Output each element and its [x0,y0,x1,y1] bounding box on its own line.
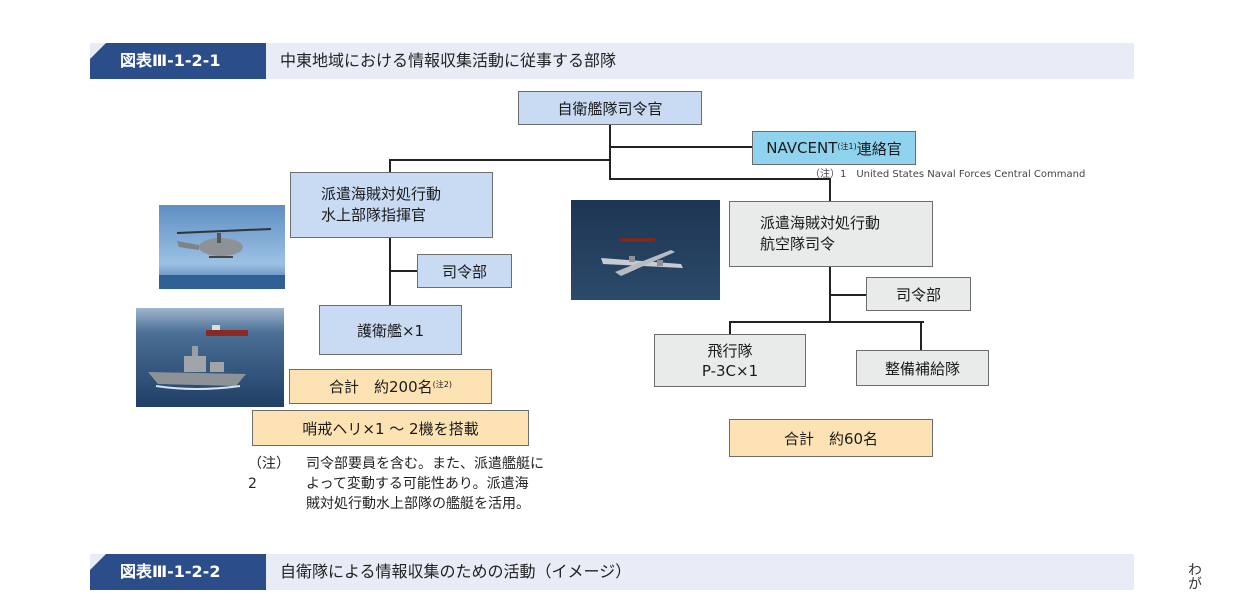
box-air-commander: 派遣海賊対処行動 航空隊司令 [729,201,933,267]
connector-surface-hq [389,270,417,272]
helicopter-label: 哨戒ヘリ×1 ～ 2機を搭載 [302,419,479,438]
figure-title-2: 自衛隊による情報収集のための活動（イメージ） [280,562,632,581]
side-running-text: わが [1186,562,1202,590]
note2-label: （注）2 [248,456,283,492]
connector-air-hq [829,294,866,296]
figure-header-2: 図表Ⅲ-1-2-2 自衛隊による情報収集のための活動（イメージ） [90,554,1134,590]
flight-squadron-line2: P-3C×1 [701,361,759,380]
surface-commander-line2: 水上部隊指揮官 [321,206,427,224]
box-air-total: 合計 約60名 [729,419,933,457]
note2-text: 司令部要員を含む。また、派遣艦艇に よって変動する可能性あり。派遣海 賊対処行動… [306,454,586,514]
connector-top-trunk [609,124,611,180]
air-total-label: 合計 約60名 [783,429,879,448]
connector-left-branch [389,159,611,161]
box-flight-squadron: 飛行隊 P-3C×1 [654,334,806,387]
surface-total-note-ref: (注2) [432,380,452,389]
air-commander-line1: 派遣海賊対処行動 [760,214,881,232]
p3c-aircraft-photo [571,200,720,300]
box-surface-commander: 派遣海賊対処行動 水上部隊指揮官 [290,172,493,238]
connector-left-drop [389,159,391,172]
escort-ship-label: 護衛艦×1 [356,321,425,340]
box-surface-total: 合計 約200名(注2) [289,369,492,404]
flight-squadron-line1: 飛行隊 [707,341,753,360]
destroyer-photo [136,308,284,407]
box-air-hq: 司令部 [866,277,971,311]
helicopter-photo [159,205,285,289]
box-fleet-commander: 自衛艦隊司令官 [518,91,702,125]
box-escort-ship: 護衛艦×1 [319,305,462,355]
connector-right-branch [609,178,831,180]
box-fleet-commander-label: 自衛艦隊司令官 [557,99,663,118]
connector-right-drop [829,178,831,201]
note2-line1: 司令部要員を含む。また、派遣艦艇に [306,456,544,472]
note2-line2: よって変動する可能性あり。派遣海 [306,476,529,492]
figure-tag-2: 図表Ⅲ-1-2-2 [90,554,266,590]
maintenance-label: 整備補給隊 [884,359,960,378]
surface-total-label: 合計 約200名 [329,378,433,396]
air-commander-line2: 航空隊司令 [760,235,836,253]
navcent-suffix: 連絡官 [856,139,902,158]
navcent-footnote: （注）1 United States Naval Forces Central … [810,169,1086,180]
connector-maint-drop [920,321,922,350]
box-helicopter: 哨戒ヘリ×1 ～ 2機を搭載 [252,410,529,446]
navcent-label: NAVCENT [766,139,838,157]
connector-flight-drop [729,321,731,334]
air-hq-label: 司令部 [895,285,941,304]
box-surface-hq: 司令部 [417,254,512,288]
navcent-note-ref: (注1) [837,141,857,151]
connector-air-units [729,321,924,323]
surface-hq-label: 司令部 [441,262,487,281]
note2-line3: 賊対処行動水上部隊の艦艇を活用。 [306,496,530,512]
figure-tag-1: 図表Ⅲ-1-2-1 [90,43,266,79]
figure-header-1: 図表Ⅲ-1-2-1 中東地域における情報収集活動に従事する部隊 [90,43,1134,79]
figure-title-1: 中東地域における情報収集活動に従事する部隊 [280,51,617,70]
surface-commander-line1: 派遣海賊対処行動 [321,185,442,203]
box-navcent-liaison: NAVCENT(注1)連絡官 [752,131,916,165]
connector-navcent [609,146,752,148]
box-maintenance: 整備補給隊 [856,350,989,386]
